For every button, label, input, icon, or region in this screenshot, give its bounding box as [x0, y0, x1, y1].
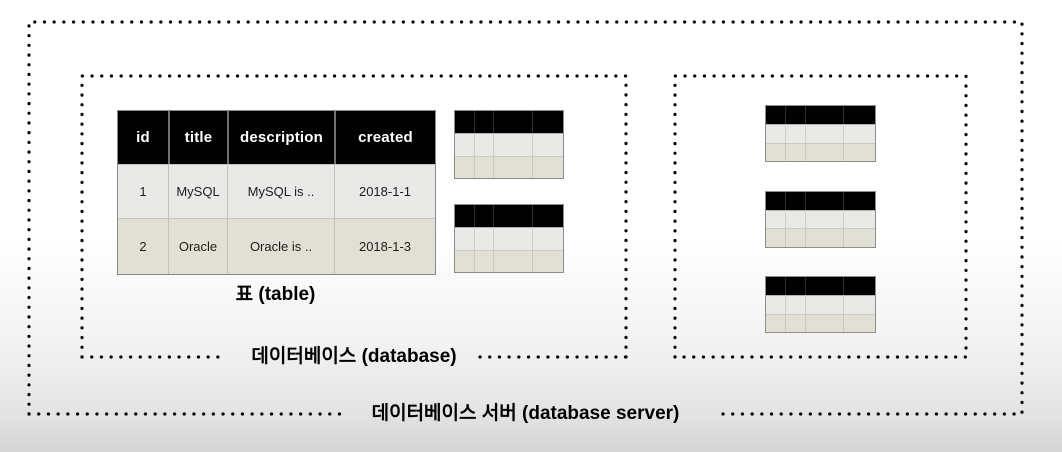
mini-table-cell — [531, 155, 563, 178]
mini-table-cell — [784, 106, 805, 125]
mini-table — [765, 276, 876, 333]
mini-table-cell — [804, 313, 844, 332]
mini-table-cell — [766, 209, 785, 229]
mini-table-cell — [804, 295, 844, 314]
sample-table-header-cell: title — [168, 111, 227, 164]
mini-table-cell — [804, 228, 844, 247]
mini-table-cell — [455, 249, 474, 272]
mini-table-cell — [784, 295, 805, 314]
database-server-caption: 데이터베이스 서버 (database server) — [371, 403, 680, 424]
sample-table-cell: Oracle is .. — [227, 218, 334, 274]
mini-table-cell — [473, 133, 494, 156]
mini-table-cell — [766, 295, 785, 314]
table-caption: 표 (table) — [235, 284, 316, 305]
mini-table-cell — [843, 295, 875, 314]
sample-table-cell: MySQL is .. — [227, 164, 334, 218]
mini-table-cell — [455, 227, 474, 250]
sample-table-header-cell: description — [227, 111, 334, 164]
mini-table-cell — [784, 209, 805, 229]
mini-table-cell — [531, 133, 563, 156]
mini-table-cell — [784, 277, 805, 296]
sample-table-cell: 1 — [118, 164, 168, 218]
sample-table-header-cell: id — [118, 111, 168, 164]
mini-table-cell — [843, 124, 875, 143]
mini-table-cell — [531, 249, 563, 272]
database-box-border — [80, 74, 628, 359]
mini-table-cell — [473, 227, 494, 250]
mini-table-cell — [843, 106, 875, 125]
second-database-mini-table-stack — [765, 105, 876, 333]
mini-table-cell — [766, 191, 785, 210]
mini-table-cell — [843, 191, 875, 210]
mini-table — [454, 110, 564, 179]
mini-table-cell — [843, 228, 875, 247]
mini-table-cell — [843, 277, 875, 296]
sample-table-cell: Oracle — [168, 218, 227, 274]
sample-table: id title description created 1 MySQL MyS… — [117, 110, 436, 275]
mini-table-cell — [784, 124, 805, 143]
mini-table-cell — [766, 313, 785, 332]
mini-table-cell — [784, 228, 805, 247]
mini-table-cell — [843, 209, 875, 229]
mini-table-cell — [766, 142, 785, 161]
mini-table-cell — [473, 111, 494, 134]
mini-table-cell — [766, 277, 785, 296]
database-server-box-border — [27, 20, 1024, 416]
mini-table-cell — [531, 111, 563, 134]
sample-table-header-cell: created — [334, 111, 435, 164]
mini-table-cell — [784, 313, 805, 332]
mini-table-cell — [766, 228, 785, 247]
database-caption: 데이터베이스 (database) — [251, 346, 457, 367]
mini-table — [765, 105, 876, 162]
mini-table-cell — [843, 142, 875, 161]
mini-table-cell — [804, 106, 844, 125]
mini-table-cell — [493, 205, 532, 228]
mini-table-cell — [531, 227, 563, 250]
database-mini-table-stack — [454, 110, 564, 273]
mini-table-cell — [455, 133, 474, 156]
mini-table-cell — [473, 155, 494, 178]
mini-table-cell — [766, 106, 785, 125]
mini-table-cell — [493, 155, 532, 178]
mini-table-cell — [455, 155, 474, 178]
sample-table-cell: MySQL — [168, 164, 227, 218]
mini-table-cell — [804, 142, 844, 161]
mini-table-cell — [493, 133, 532, 156]
mini-table-cell — [493, 111, 532, 134]
mini-table — [454, 204, 564, 273]
mini-table-cell — [455, 205, 474, 228]
mini-table-cell — [493, 227, 532, 250]
sample-table-cell: 2018-1-3 — [334, 218, 435, 274]
mini-table-cell — [455, 111, 474, 134]
sample-table-cell: 2018-1-1 — [334, 164, 435, 218]
second-database-box-border — [673, 74, 968, 359]
mini-table-cell — [766, 124, 785, 143]
mini-table-cell — [804, 209, 844, 229]
mini-table-cell — [473, 249, 494, 272]
mini-table-cell — [784, 191, 805, 210]
mini-table-cell — [493, 249, 532, 272]
mini-table — [765, 190, 876, 248]
mini-table-cell — [531, 205, 563, 228]
mini-table-cell — [804, 191, 844, 210]
mini-table-cell — [804, 277, 844, 296]
mini-table-cell — [473, 205, 494, 228]
mini-table-cell — [804, 124, 844, 143]
sample-table-cell: 2 — [118, 218, 168, 274]
mini-table-cell — [784, 142, 805, 161]
mini-table-cell — [843, 313, 875, 332]
